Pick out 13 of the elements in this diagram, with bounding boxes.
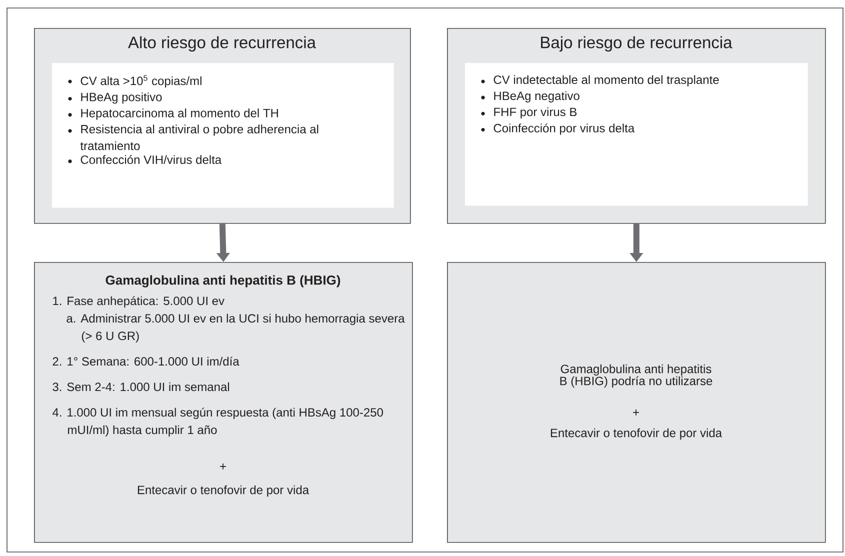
bullet-text: Hepatocarcinoma al momento del TH <box>81 108 278 120</box>
bullet-text: HBeAg positivo <box>81 92 162 104</box>
criteria-panel <box>52 63 394 208</box>
bullet-text: Coinfección por virus delta <box>494 123 635 135</box>
bullet-text: Confección VIH/virus delta <box>80 155 222 164</box>
treatment-box: Gamaglobulina anti hepatitis B (HBIG) 1. Fase anhepática: 5.000 UI ev a. Administrar 5.000 UI ev en la UCI si hubo hemorragia severa (> 6 U GR) 2. 1° Semana: 600-1.000 UI im/día 3. Sem 2-4: 1.000 UI im semanal 4. 1.000 UI im mensual según respuesta (anti HBsAg 100-250 mUI/ml) hasta cumplir 1 año + Entecavir o tenofovir de por vida <box>34 262 413 543</box>
criteria-panel <box>465 63 808 206</box>
bullet-text: HBeAg negativo <box>494 91 580 102</box>
bullet-text: CV indetectable al momento del trasplante <box>494 75 719 86</box>
bullet-text: Resistencia al antiviral o pobre adherencia al tratamiento <box>80 124 318 150</box>
treatment-box: Gamaglobulina anti hepatitis B (HBIG) podría no utilizarse + Entecavir o tenofovir de por vida <box>447 262 826 543</box>
bullet-text: CV alta >10$^{5}$ copias/ml <box>80 75 202 88</box>
bullet-text: FHF por virus B <box>494 107 577 119</box>
